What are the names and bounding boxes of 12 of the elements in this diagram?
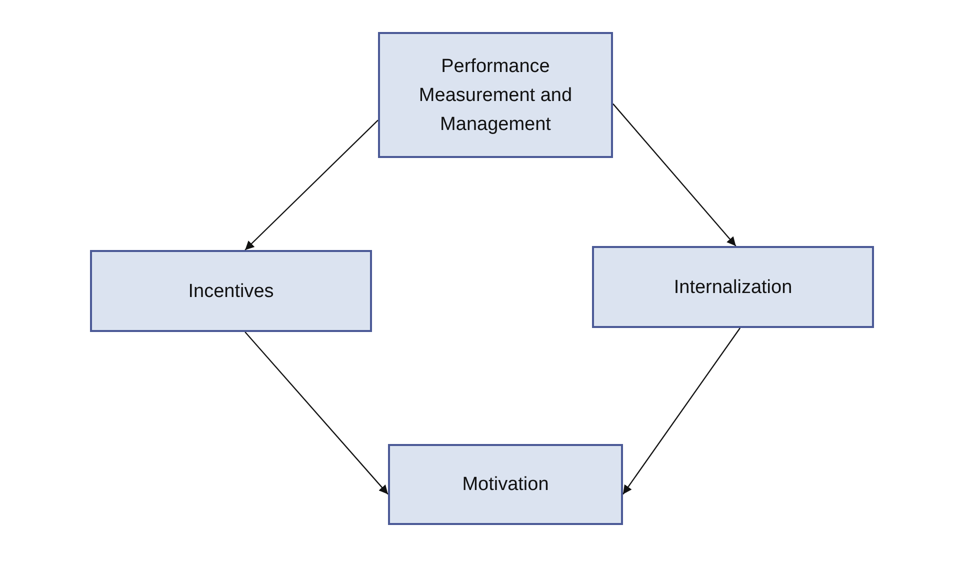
arrow	[612, 103, 736, 246]
box-label: Motivation	[462, 473, 549, 497]
arrow	[244, 332, 388, 495]
process-box	[388, 444, 623, 525]
box-label: Incentives	[188, 280, 274, 304]
arrow	[244, 120, 378, 250]
arrow	[622, 328, 741, 495]
process-box	[378, 32, 613, 158]
box-label: Performance Measurement and Management	[418, 54, 574, 136]
box-label: Internalization	[674, 276, 792, 300]
process-box	[90, 250, 372, 332]
process-box	[592, 246, 874, 328]
